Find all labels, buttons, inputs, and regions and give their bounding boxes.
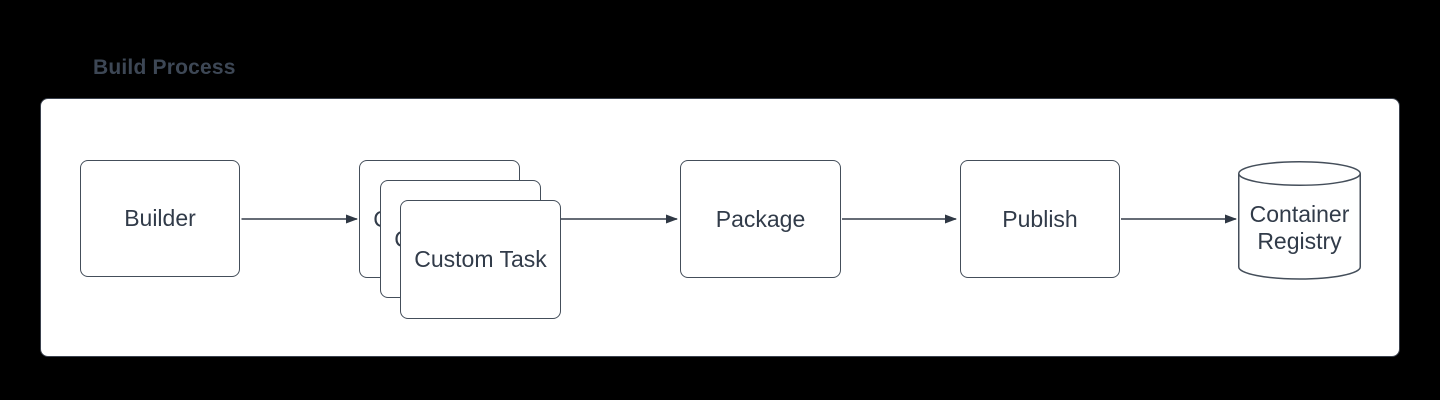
page-title: Build Process: [93, 56, 236, 79]
node-container-registry[interactable]: [1238, 161, 1361, 280]
node-custom-task-label: Custom Task: [414, 246, 547, 272]
container-registry-line1: Container: [1249, 201, 1350, 227]
node-package-label: Package: [715, 205, 806, 232]
node-container-registry-label: Container Registry: [1238, 182, 1361, 274]
cylinder-shape-icon: [1238, 161, 1361, 280]
node-publish[interactable]: Publish: [960, 160, 1120, 278]
node-publish-label: Publish: [1002, 205, 1078, 232]
node-builder[interactable]: Builder: [80, 160, 240, 277]
node-custom-task[interactable]: Custom Task: [400, 200, 561, 319]
container-registry-line2: Registry: [1257, 228, 1342, 254]
node-builder-label: Builder: [124, 205, 196, 231]
node-package[interactable]: Package: [680, 160, 841, 278]
